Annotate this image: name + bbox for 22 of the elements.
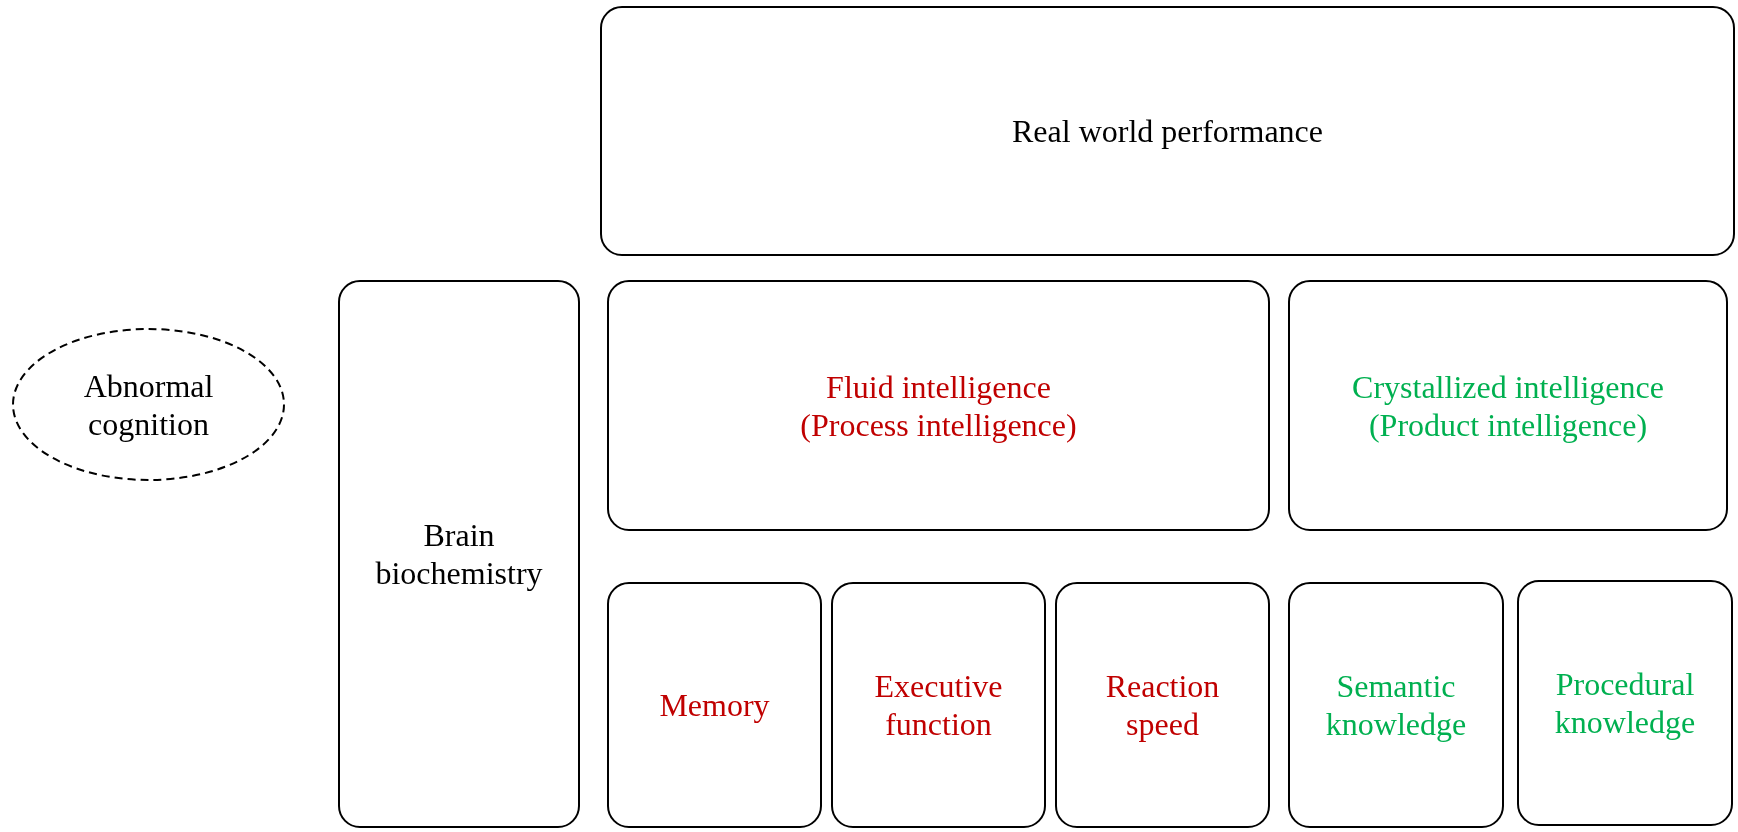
box-label: (Product intelligence) — [1368, 405, 1648, 444]
box-label: Reaction speed — [1104, 667, 1221, 743]
box-label: Real world performance — [1012, 112, 1323, 150]
rounded-box — [607, 582, 822, 828]
dashed-ellipse — [11, 327, 286, 482]
box-label: Abnormal cognition — [82, 366, 215, 443]
box-label: Procedural knowledge — [1553, 665, 1697, 741]
rounded-box — [338, 280, 580, 828]
rounded-box — [600, 6, 1735, 256]
box-label: Memory — [659, 686, 770, 724]
box-label: Fluid intelligence — [826, 367, 1051, 406]
rounded-box — [1288, 280, 1728, 531]
rounded-box — [607, 280, 1270, 531]
box-label: Executive function — [873, 667, 1004, 743]
box-label: Semantic knowledge — [1324, 667, 1468, 743]
rounded-box — [831, 582, 1046, 828]
box-label: Crystallized intelligence — [1352, 367, 1664, 406]
rounded-box — [1517, 580, 1733, 826]
rounded-box — [1288, 582, 1504, 828]
rounded-box — [1055, 582, 1270, 828]
box-label: (Process intelligence) — [800, 405, 1077, 444]
box-label: Brain biochemistry — [374, 516, 544, 592]
